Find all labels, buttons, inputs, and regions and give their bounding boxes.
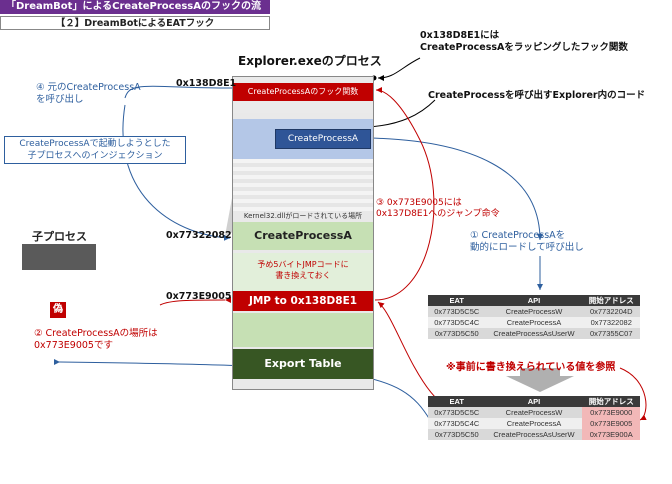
overwrite-note: 予め5バイトJMPコードに 書き換えておく [233, 253, 373, 291]
eat-header-api: API [485, 295, 583, 306]
annotation-step4: ④ 元のCreateProcessA を呼び出し [36, 82, 141, 105]
eat-header-addr: 開始アドレス [582, 396, 640, 407]
eat-header-api: API [485, 396, 583, 407]
eat-cell: 0x77322082 [582, 317, 640, 328]
table-row: 0x773D5C4C CreateProcessA 0x77322082 [428, 317, 640, 328]
annotation-ref: ※事前に書き換えられている値を参照 [446, 362, 616, 373]
annotation-step1: ① CreateProcessAを 動的にロードして呼び出し [470, 230, 584, 253]
process-title: Explorer.exeのプロセス [238, 54, 382, 68]
annotation-injection: CreateProcessAで起動しようとした 子プロセスへのインジェクション [4, 136, 186, 164]
arrow-addr-fake [159, 296, 232, 306]
fake-badge: 偽 [50, 302, 66, 318]
eat-cell: 0x773D5C5C [428, 306, 486, 317]
table-row: 0x773D5C5C CreateProcessW 0x773E9000 [428, 407, 640, 418]
createprocess-block: CreateProcessA [233, 222, 373, 250]
mem-gap [233, 159, 373, 211]
arrow-step3 [374, 87, 435, 301]
eat-cell: 0x773D5C50 [428, 328, 486, 339]
eat-cell: 0x773D5C50 [428, 429, 486, 440]
jmp-block: JMP to 0x138D8E1 [233, 291, 373, 311]
export-table-block: Export Table [233, 349, 373, 379]
page-subtitle: 【２】DreamBotによるEATフック [0, 16, 270, 30]
arrow-step4-top [124, 85, 233, 99]
eat-cell: CreateProcessAsUserW [485, 429, 583, 440]
annotation-step2: ② CreateProcessAの場所は 0x773E9005です [34, 328, 158, 351]
annotation-step3: ③ 0x773E9005には 0x137D8E1へのジャンプ命令 [376, 198, 500, 219]
eat-cell: 0x773D5C5C [428, 407, 486, 418]
eat-header-addr: 開始アドレス [582, 295, 640, 306]
address-jmp: 0x773E9005 [166, 291, 232, 302]
child-process-box [22, 244, 96, 270]
eat-cell: CreateProcessAsUserW [485, 328, 583, 339]
eat-cell: 0x7732204D [582, 306, 640, 317]
memory-map: CreateProcessAのフック関数 CreateProcessA Kern… [232, 76, 374, 390]
child-process-label: 子プロセス [32, 230, 87, 243]
table-row: 0x773D5C50 CreateProcessAsUserW 0x77355C… [428, 328, 640, 339]
gray-down-arrow [506, 368, 574, 392]
eat-cell-hooked: 0x773E900A [582, 429, 640, 440]
eat-cell: 0x773D5C4C [428, 317, 486, 328]
table-row: 0x773D5C50 CreateProcessAsUserW 0x773E90… [428, 429, 640, 440]
arrow-ref [619, 367, 647, 421]
arrow-step1 [367, 137, 543, 241]
table-row: 0x773D5C5C CreateProcessW 0x7732204D [428, 306, 640, 317]
arrow-explorer-code [367, 99, 436, 130]
table-row: 0x773D5C4C CreateProcessA 0x773E9005 [428, 418, 640, 429]
eat-cell: 0x773D5C4C [428, 418, 486, 429]
eat-cell: CreateProcessW [485, 407, 583, 418]
eat-table-hooked: EAT API 開始アドレス 0x773D5C5C CreateProcessW… [428, 396, 640, 440]
kernel32-label: Kernel32.dllがロードされている場所 [243, 212, 363, 220]
mem-green-lower [233, 313, 373, 347]
eat-cell: CreateProcessA [485, 418, 583, 429]
hook-func-block: CreateProcessAのフック関数 [233, 83, 373, 101]
arrow-step4 [122, 104, 231, 241]
eat-cell-hooked: 0x773E9000 [582, 407, 640, 418]
eat-table-header: EAT API 開始アドレス [428, 295, 640, 306]
eat-header-eat: EAT [428, 396, 486, 407]
eat-table-header: EAT API 開始アドレス [428, 396, 640, 407]
eat-table: EAT API 開始アドレス 0x773D5C5C CreateProcessW… [428, 295, 640, 339]
annotation-hook-func: 0x138D8E1には CreateProcessAをラッピングしたフック関数 [420, 30, 628, 53]
eat-cell-hooked: 0x773E9005 [582, 418, 640, 429]
annotation-explorer-code: CreateProcessを呼び出すExplorer内のコード [428, 90, 646, 101]
eat-cell: CreateProcessA [485, 317, 583, 328]
address-hook: 0x138D8E1 [176, 78, 237, 89]
createprocess-call-block: CreateProcessA [275, 129, 371, 149]
eat-header-eat: EAT [428, 295, 486, 306]
address-createprocess: 0x77322082 [166, 230, 232, 241]
arrow-hook-pointer [377, 57, 421, 81]
eat-cell: 0x77355C07 [582, 328, 640, 339]
eat-cell: CreateProcessW [485, 306, 583, 317]
